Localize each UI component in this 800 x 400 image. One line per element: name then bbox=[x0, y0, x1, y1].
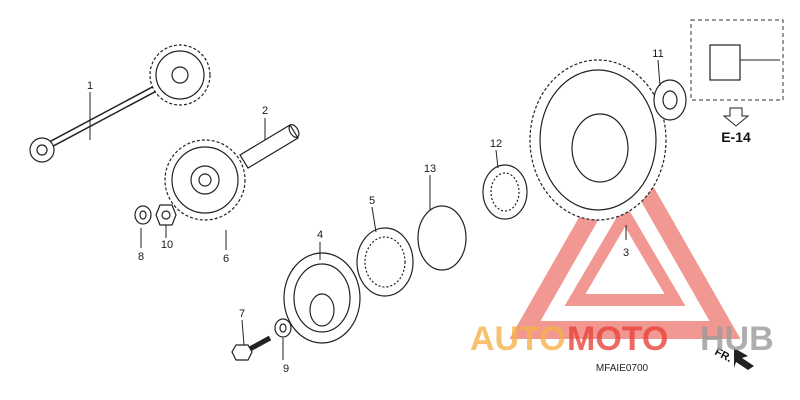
watermark-text-moto: MOTO bbox=[567, 320, 668, 358]
part-9-washer bbox=[274, 318, 292, 338]
callout-12: 12 bbox=[490, 138, 502, 150]
part-2-pin bbox=[239, 124, 300, 169]
callout-11: 11 bbox=[652, 48, 663, 60]
part-5-one-way-clutch bbox=[356, 227, 414, 297]
part-7-bolt bbox=[231, 335, 272, 361]
forward-arrow-icon bbox=[734, 348, 754, 370]
callout-3: 3 bbox=[623, 247, 629, 259]
arrow-down-icon bbox=[722, 107, 750, 127]
callout-1: 1 bbox=[87, 80, 93, 92]
reference-label: E-14 bbox=[721, 129, 751, 145]
part-12-needle-bearing bbox=[482, 164, 528, 220]
part-13-snap-ring bbox=[417, 205, 467, 271]
part-4-clutch-outer bbox=[283, 252, 361, 344]
part-1-shaft bbox=[29, 44, 211, 163]
callout-8: 8 bbox=[138, 251, 144, 263]
diagram-code: MFAIE0700 bbox=[596, 363, 649, 374]
callout-9: 9 bbox=[283, 363, 289, 375]
part-8-washer bbox=[134, 205, 152, 225]
callout-2: 2 bbox=[262, 105, 268, 117]
part-10-nut bbox=[155, 204, 177, 226]
callout-5: 5 bbox=[369, 195, 375, 207]
leader-lines bbox=[89, 59, 661, 360]
watermark-text-hub: HUB bbox=[700, 320, 774, 358]
part-6-gear bbox=[164, 139, 246, 221]
watermark-text-auto: AUTO bbox=[470, 320, 566, 358]
callout-4: 4 bbox=[317, 229, 323, 241]
callout-10: 10 bbox=[161, 239, 173, 251]
inset-reference bbox=[690, 19, 784, 101]
watermark-logo bbox=[509, 136, 741, 339]
callout-13: 13 bbox=[424, 163, 436, 175]
callout-7: 7 bbox=[239, 308, 245, 320]
callout-6: 6 bbox=[223, 253, 229, 265]
part-11-washer bbox=[653, 79, 687, 121]
part-3-large-gear bbox=[529, 59, 667, 221]
